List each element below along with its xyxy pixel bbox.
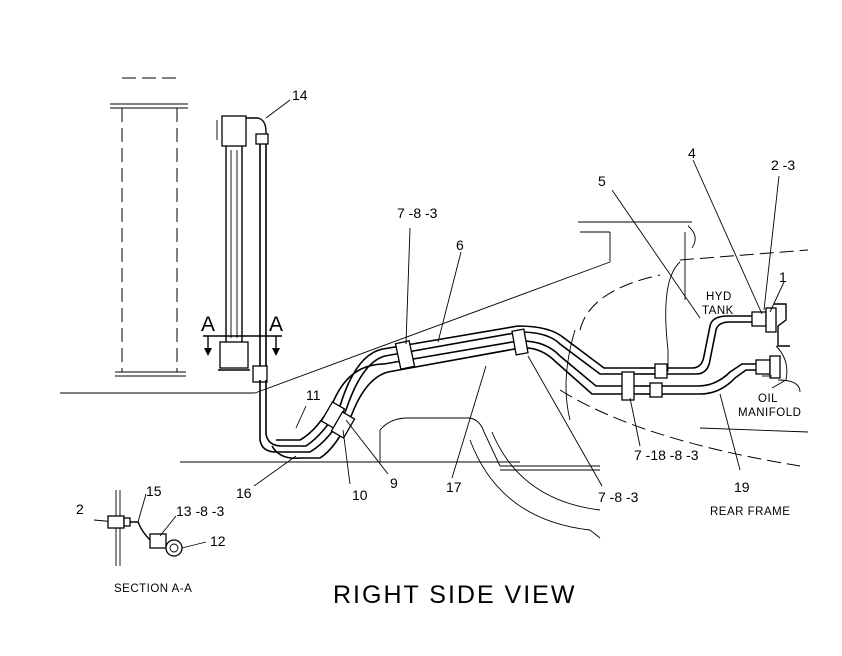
- section-a-a-detail: [93, 490, 207, 566]
- callout-7-18-8-3: 7 -18 -8 -3: [634, 447, 699, 463]
- section-marker-left: A: [201, 313, 215, 336]
- callout-5: 5: [598, 173, 606, 189]
- callout-9: 9: [390, 475, 398, 491]
- filter-assembly: [216, 115, 269, 383]
- callout-17: 17: [446, 479, 462, 495]
- label-manifold: MANIFOLD: [738, 407, 801, 419]
- leader-lines: [253, 99, 785, 487]
- label-tank: TANK: [702, 305, 734, 317]
- label-rear-frame: REAR FRAME: [710, 506, 790, 518]
- callout-10: 10: [352, 487, 368, 503]
- callout-16: 16: [236, 485, 252, 501]
- section-cut-markers: A A: [201, 313, 283, 356]
- callout-6: 6: [456, 237, 464, 253]
- region-labels: HYD TANK OIL MANIFOLD REAR FRAME SECTION…: [114, 291, 801, 609]
- callout-4: 4: [688, 145, 696, 161]
- callout-1: 1: [779, 269, 787, 285]
- callout-2: 2: [76, 501, 84, 517]
- section-label: SECTION A-A: [114, 583, 192, 595]
- label-hyd: HYD: [706, 291, 732, 303]
- callout-13-8-3: 13 -8 -3: [176, 503, 224, 519]
- callout-12: 12: [210, 533, 226, 549]
- callout-7-8-3-top: 7 -8 -3: [397, 205, 438, 221]
- callout-7-8-3-bottom: 7 -8 -3: [598, 489, 639, 505]
- callout-19: 19: [734, 479, 750, 495]
- callout-15: 15: [146, 483, 162, 499]
- callout-2-3: 2 -3: [771, 157, 795, 173]
- view-title: RIGHT SIDE VIEW: [333, 581, 576, 609]
- section-marker-right: A: [269, 313, 283, 336]
- callouts: 14 4 2 -3 5 1 7 -8 -3 6 11 16 10 9 17 7 …: [76, 87, 795, 549]
- hose-bundle: [259, 307, 781, 460]
- callout-11: 11: [306, 387, 321, 403]
- callout-14: 14: [292, 87, 308, 103]
- frame-outline: [60, 221, 809, 539]
- label-oil: OIL: [758, 393, 778, 405]
- phantom-cylinder: [110, 77, 188, 377]
